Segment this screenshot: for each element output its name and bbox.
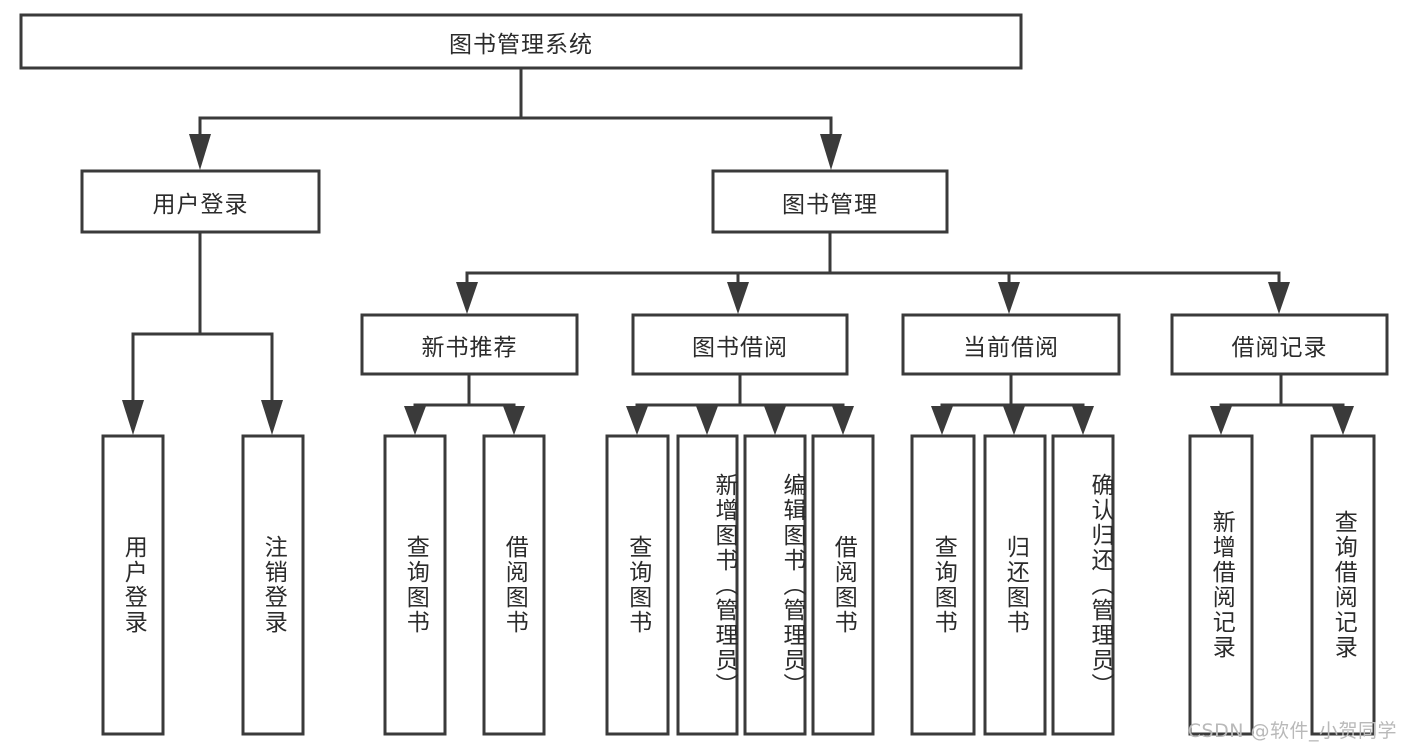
arrow-head-leaf-query-book-2 [626, 406, 648, 435]
node-box-leaf-logout[interactable] [241, 434, 305, 736]
node-box-root[interactable] [19, 13, 1023, 70]
arrow-head-leaf-query-book-1 [404, 406, 426, 435]
node-box-leaf-add-book[interactable] [676, 434, 739, 736]
node-box-borrow-record[interactable] [1170, 313, 1389, 376]
arrow-head-leaf-query-book-3 [931, 406, 953, 435]
arrow-head-leaf-user-login [122, 400, 144, 435]
node-box-current-borrow[interactable] [901, 313, 1121, 376]
arrow-head-user-login [189, 134, 211, 170]
node-box-book-borrow[interactable] [631, 313, 849, 376]
node-box-leaf-query-book-2[interactable] [605, 434, 670, 736]
node-box-leaf-user-login[interactable] [101, 434, 165, 736]
node-box-book-manage[interactable] [711, 169, 949, 234]
node-box-user-login[interactable] [80, 169, 321, 234]
arrow-head-leaf-add-book [696, 406, 718, 435]
arrow-head-leaf-confirm-return [1072, 406, 1094, 435]
arrow-head-leaf-borrow-book-2 [832, 406, 854, 435]
node-box-leaf-borrow-book-2[interactable] [811, 434, 875, 736]
arrow-head-leaf-add-record [1210, 406, 1232, 435]
arrow-head-book-borrow [727, 282, 749, 314]
node-box-leaf-query-record[interactable] [1310, 434, 1376, 736]
arrow-head-book-manage [820, 134, 842, 170]
arrow-head-leaf-query-record [1332, 406, 1354, 435]
arrow-head-leaf-logout [261, 400, 283, 435]
node-box-leaf-query-book-3[interactable] [910, 434, 976, 736]
node-box-leaf-query-book-1[interactable] [383, 434, 447, 736]
arrow-head-current-borrow [998, 282, 1020, 314]
node-box-leaf-add-record[interactable] [1188, 434, 1254, 736]
node-box-leaf-edit-book[interactable] [743, 434, 807, 736]
node-box-new-book-recommend[interactable] [360, 313, 579, 376]
arrow-head-leaf-edit-book [764, 406, 786, 435]
arrow-head-leaf-borrow-book-1 [503, 406, 525, 435]
node-box-leaf-borrow-book-1[interactable] [482, 434, 546, 736]
arrow-head-leaf-return-book [1003, 406, 1025, 435]
node-box-leaf-confirm-return[interactable] [1051, 434, 1115, 736]
arrow-head-new-book-recommend [456, 282, 478, 314]
node-box-leaf-return-book[interactable] [983, 434, 1047, 736]
arrow-head-borrow-record [1268, 282, 1290, 314]
